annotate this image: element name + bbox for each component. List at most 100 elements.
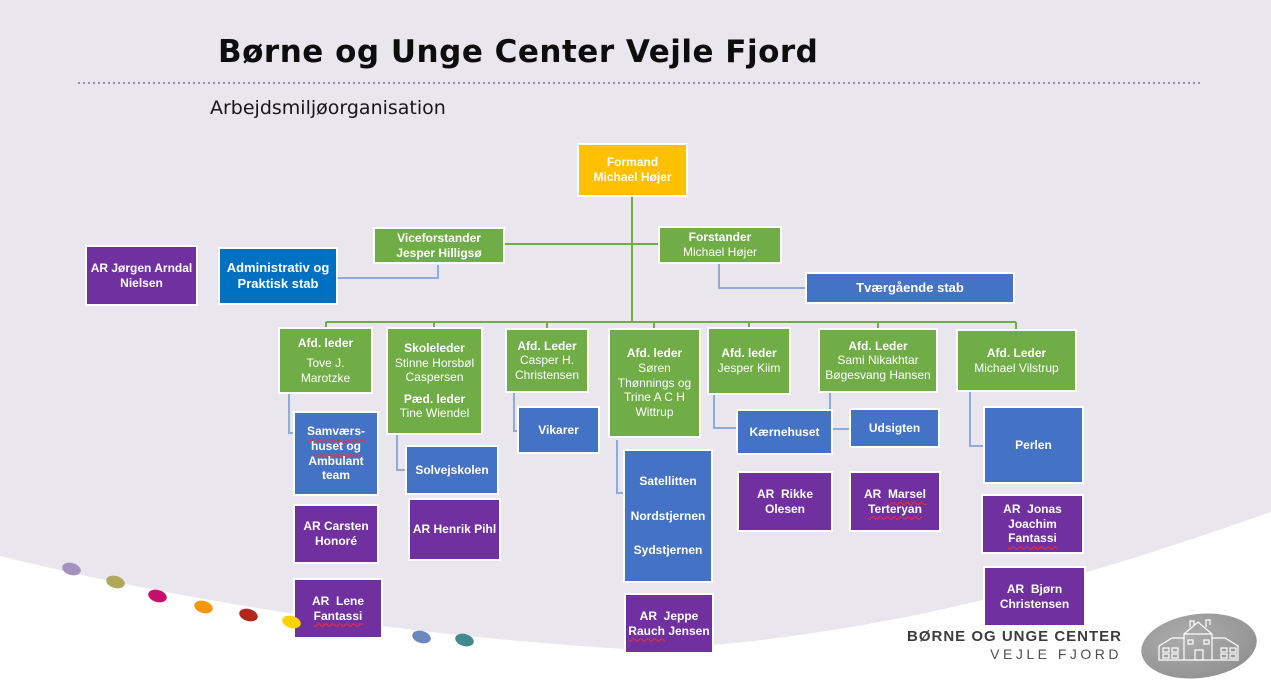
org-node-text-line: AR Marsel [864, 487, 926, 502]
org-node-text: Sydstjernen [633, 543, 703, 558]
org-node-text-line: Afd. leder [298, 336, 353, 351]
org-node-text-line: Pæd. leder [404, 392, 465, 407]
org-node-text: Perlen [1015, 437, 1052, 452]
org-node-text-line: Satellitten [639, 474, 696, 489]
org-node-text-line: Skoleleder [404, 341, 465, 356]
org-node-tvaergaaende-stab: Tværgående stab [805, 272, 1015, 304]
org-node-text: Christensen [999, 596, 1070, 611]
org-node-text-line: Trine A C H [624, 390, 685, 405]
org-node-text: Solvejskolen [415, 462, 489, 477]
org-node-text: Søren [638, 361, 671, 376]
org-node-text: Afd. Leder [517, 338, 577, 353]
org-node-text: Michael Højer [593, 170, 672, 184]
dotted-divider [78, 82, 1200, 84]
org-node-text: AR Jeppe [639, 608, 699, 623]
org-node-text-line: Sydstjernen [634, 543, 703, 558]
org-node-text: Nordstjernen [630, 508, 706, 523]
org-node-text: Fantassi [1008, 531, 1057, 546]
org-node-text-line: Afd. Leder [517, 339, 576, 354]
org-node-text-line: Michael Vilstrup [974, 361, 1058, 376]
org-node-text-line: Marotzke [301, 371, 350, 386]
org-node-text-line: Olesen [765, 502, 805, 517]
org-node-text: Fantassi [313, 608, 363, 623]
org-node-text: Forstander [688, 230, 752, 245]
org-node-text: Afd. leder [721, 346, 777, 361]
org-node-text: Skoleleder [404, 340, 465, 355]
org-node-text: AR Henrik Pihl [412, 522, 497, 537]
org-node-text-line: Michael Højer [683, 245, 757, 260]
org-node-unit-vikarer: Vikarer [517, 406, 600, 454]
org-node-text: Jesper Kiim [717, 361, 781, 375]
org-node-text-line: AR Lene [312, 594, 364, 609]
org-node-text: Nielsen [120, 275, 163, 290]
org-node-unit-solvejskolen: Solvejskolen [405, 445, 499, 495]
footer-logo-name: BØRNE OG UNGE CENTER [906, 628, 1122, 645]
house-logo-icon [1141, 613, 1257, 679]
org-node-text-line: Christensen [515, 368, 579, 383]
org-node-text: Afd. Leder [986, 345, 1047, 360]
org-node-text-line: Afd. leder [721, 346, 776, 361]
org-node-text: Vikarer [538, 422, 579, 437]
org-node-text: Marotzke [300, 370, 351, 385]
org-node-text: Praktisk stab [237, 276, 319, 291]
org-node-text: Afd. Leder [848, 338, 908, 353]
org-node-text: Administrativ og [226, 260, 330, 276]
org-node-text: Thønnings og [617, 375, 692, 390]
org-node-text-line: AR Jørgen Arndal [91, 261, 193, 276]
org-node-text-line: AR Jeppe [640, 609, 699, 624]
org-node-text: AR [863, 486, 888, 501]
org-node-text: Honoré [315, 534, 357, 548]
org-node-text: huset og [311, 438, 361, 453]
org-node-text: Jesper Hilligsø [396, 245, 482, 260]
org-node-text-line: Bøgesvang Hansen [825, 368, 930, 383]
org-node-text: Tove J. [306, 356, 345, 371]
org-node-text-line: Jesper Hilligsø [396, 246, 481, 261]
org-node-text: Marsel [887, 486, 927, 501]
org-node-text: Samværs- [306, 424, 366, 439]
footer-logo-text: BØRNE OG UNGE CENTER VEJLE FJORD [907, 628, 1122, 662]
org-node-text: Michael Vilstrup [974, 360, 1059, 375]
org-node-text-line: Ambulant [308, 454, 363, 469]
org-node-text-line: Udsigten [869, 421, 920, 436]
org-node-text: AR Carsten [303, 519, 369, 534]
org-node-text: Wittrup [635, 404, 674, 419]
org-node-unit-kaernehuset: Kærnehuset [736, 409, 833, 455]
org-node-text: Joachim [1008, 516, 1061, 531]
org-node-text: Sami Nikakhtar [837, 353, 919, 368]
org-node-text-line: Afd. leder [627, 346, 682, 361]
org-node-text: Udsigten [868, 420, 921, 435]
org-node-text-line: Praktisk stab [238, 276, 319, 292]
org-node-text-line: Perlen [1015, 438, 1052, 453]
org-node-text: AR Bjørn [1006, 581, 1063, 596]
org-node-text: Viceforstander [397, 230, 481, 245]
org-node-text-line: Forstander [689, 230, 752, 245]
org-node-text: AR Jonas [1003, 502, 1062, 517]
org-node-text: Caspersen [405, 370, 464, 385]
org-node-text-line: AR Bjørn [1007, 582, 1062, 597]
org-node-text-line: Vikarer [538, 423, 578, 438]
org-node-text: Rauch [628, 623, 665, 638]
org-node-text-line: Viceforstander [397, 231, 481, 246]
org-node-text: Michael Højer [682, 245, 757, 259]
org-node-text-line: Søren [638, 361, 671, 376]
org-node-text: Bøgesvang Hansen [825, 367, 931, 382]
org-node-text-line: huset og [311, 439, 361, 454]
org-node-text-line: Tværgående stab [856, 280, 964, 296]
org-node-text: Christensen [514, 367, 580, 382]
org-node-text: Casper H. [519, 353, 575, 368]
org-node-text-line: Afd. Leder [987, 346, 1046, 361]
org-node-text: Olesen [764, 501, 806, 516]
